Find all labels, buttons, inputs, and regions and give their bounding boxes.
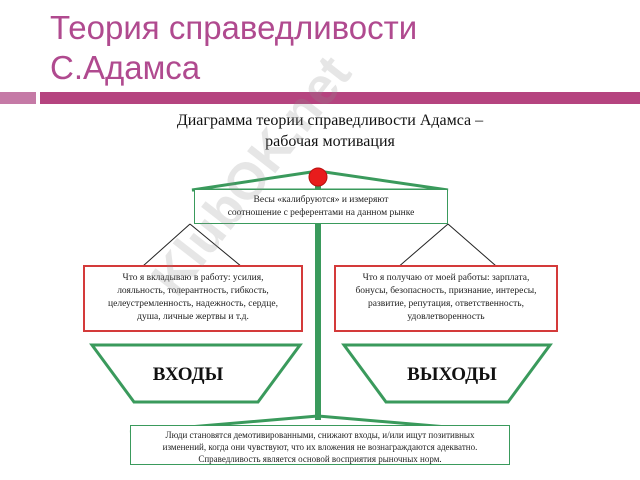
conclusion-text-1: Люди становятся демотивированными, снижа… <box>165 430 475 440</box>
inputs-text-2: лояльность, толерантность, гибкость, <box>117 286 269 296</box>
header-rule-right <box>40 92 640 104</box>
calibration-text-2: соотношение с референтами на данном рынк… <box>227 208 415 218</box>
inputs-text-1: Что я вкладываю в работу: усилия, <box>122 273 264 283</box>
outputs-text-2: бонусы, безопасность, признание, интерес… <box>355 286 537 296</box>
right-pan <box>341 343 553 404</box>
outputs-box: Что я получаю от моей работы: зарплата, … <box>334 265 558 332</box>
inputs-text-3: целеустремленность, надежность, сердце, <box>108 299 278 309</box>
pivot-dot <box>308 167 328 187</box>
outputs-label: ВЫХОДЫ <box>407 364 497 385</box>
slide-title: Теория справедливости С.Адамса <box>50 8 610 88</box>
diagram-title-line-1: Диаграмма теории справедливости Адамса – <box>176 112 484 129</box>
calibration-box: Весы «калибруются» и измеряют соотношени… <box>194 189 448 224</box>
header-rule-left <box>0 92 36 104</box>
scale-pillar <box>315 176 321 420</box>
diagram-title: Диаграмма теории справедливости Адамса –… <box>110 110 550 152</box>
conclusion-text-2: изменений, когда они чувствуют, что их в… <box>162 442 478 452</box>
outputs-text-1: Что я получаю от моей работы: зарплата, <box>362 273 530 283</box>
inputs-text-4: душа, личные жертвы и т.д. <box>137 312 249 322</box>
outputs-text-4: удовлетворенность <box>407 312 485 322</box>
diagram-title-line-2: рабочая мотивация <box>265 133 395 150</box>
outputs-text-3: развитие, репутация, ответственность, <box>368 299 524 309</box>
inputs-box: Что я вкладываю в работу: усилия, лояльн… <box>83 265 303 332</box>
conclusion-box: Люди становятся демотивированными, снижа… <box>130 425 510 465</box>
inputs-label: ВХОДЫ <box>152 364 224 385</box>
conclusion-text-3: Справедливость является основой восприят… <box>198 454 442 464</box>
slide-title-line-2: С.Адамса <box>50 49 201 86</box>
slide-title-line-1: Теория справедливости <box>50 9 418 46</box>
left-pan <box>89 343 303 404</box>
calibration-text-1: Весы «калибруются» и измеряют <box>253 195 389 205</box>
